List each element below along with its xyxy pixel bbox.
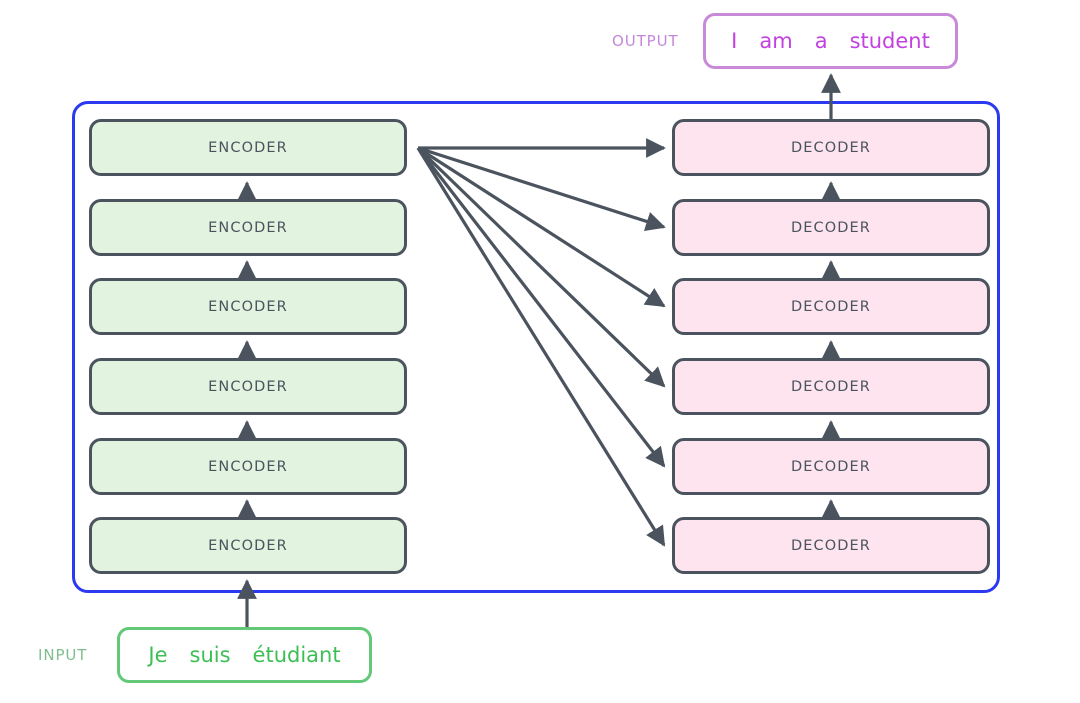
encoder-block-5: ENCODER — [89, 199, 407, 256]
encoder-block-1: ENCODER — [89, 517, 407, 574]
encoder-block-label: ENCODER — [208, 219, 288, 236]
decoder-block-label: DECODER — [791, 219, 871, 236]
output-token: am — [759, 29, 793, 53]
output-token: a — [814, 29, 828, 53]
input-box: Je suis étudiant — [117, 627, 372, 683]
encoder-block-6: ENCODER — [89, 119, 407, 176]
decoder-block-1: DECODER — [672, 517, 990, 574]
encoder-block-label: ENCODER — [208, 378, 288, 395]
decoder-block-label: DECODER — [791, 139, 871, 156]
decoder-block-label: DECODER — [791, 378, 871, 395]
decoder-block-5: DECODER — [672, 199, 990, 256]
decoder-block-2: DECODER — [672, 438, 990, 495]
encoder-block-4: ENCODER — [89, 278, 407, 335]
output-label: OUTPUT — [612, 32, 679, 50]
input-token: Je — [148, 643, 168, 667]
encoder-block-label: ENCODER — [208, 537, 288, 554]
encoder-block-label: ENCODER — [208, 458, 288, 475]
decoder-block-3: DECODER — [672, 358, 990, 415]
decoder-block-label: DECODER — [791, 458, 871, 475]
encoder-block-3: ENCODER — [89, 358, 407, 415]
decoder-block-label: DECODER — [791, 298, 871, 315]
output-token: student — [849, 29, 930, 53]
input-token: suis — [189, 643, 231, 667]
output-token: I — [731, 29, 738, 53]
input-label: INPUT — [38, 646, 88, 664]
decoder-block-6: DECODER — [672, 119, 990, 176]
decoder-block-4: DECODER — [672, 278, 990, 335]
encoder-block-label: ENCODER — [208, 298, 288, 315]
decoder-block-label: DECODER — [791, 537, 871, 554]
output-box: I am a student — [703, 13, 958, 69]
input-token: étudiant — [252, 643, 341, 667]
encoder-block-label: ENCODER — [208, 139, 288, 156]
model-container — [72, 101, 1000, 593]
encoder-block-2: ENCODER — [89, 438, 407, 495]
